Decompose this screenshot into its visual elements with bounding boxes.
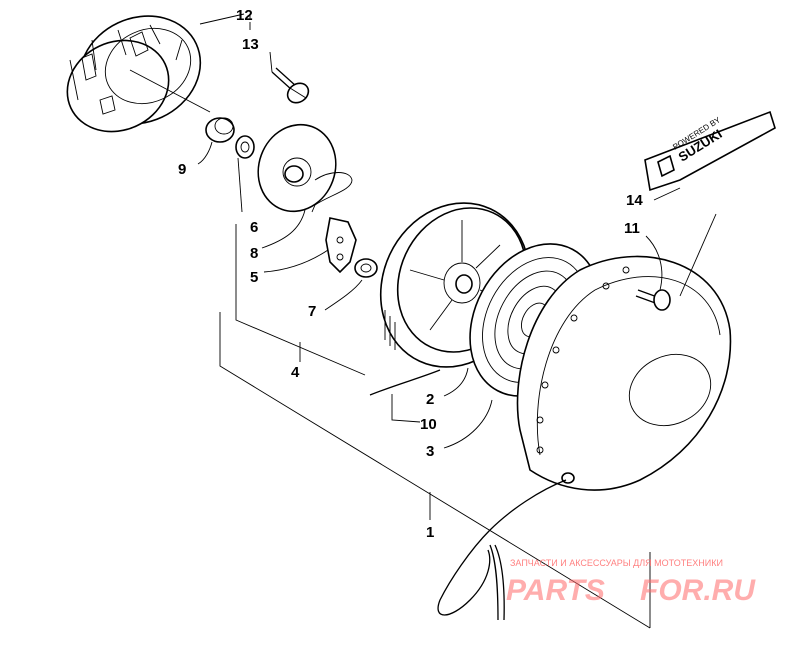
friction-plate-part-8 bbox=[257, 123, 353, 213]
callout-5: 5 bbox=[250, 269, 258, 286]
callout-2: 2 bbox=[426, 391, 434, 408]
nut-part-9 bbox=[205, 117, 235, 143]
callout-11: 11 bbox=[624, 220, 640, 237]
callout-13: 13 bbox=[242, 36, 259, 53]
callout-12: 12 bbox=[236, 7, 253, 24]
callout-10: 10 bbox=[420, 416, 437, 433]
callout-14: 14 bbox=[626, 192, 643, 209]
callout-7: 7 bbox=[308, 303, 316, 320]
watermark: ЗАПЧАСТИ И АКСЕССУАРЫ ДЛЯ МОТОТЕХНИКИ PA… bbox=[506, 558, 756, 607]
starter-rope bbox=[369, 369, 567, 621]
watermark-logo-right: FOR.RU bbox=[640, 574, 756, 607]
pulley-cup-part-12 bbox=[66, 15, 211, 133]
callout-4: 4 bbox=[291, 364, 300, 381]
screw-part-11 bbox=[635, 289, 671, 311]
watermark-logo-left: PARTS bbox=[506, 574, 605, 607]
watermark-tagline: ЗАПЧАСТИ И АКСЕССУАРЫ ДЛЯ МОТОТЕХНИКИ bbox=[510, 558, 723, 568]
callout-8: 8 bbox=[250, 245, 258, 262]
bolt-part-13 bbox=[271, 67, 310, 104]
ratchet-pawl-part-5 bbox=[325, 217, 357, 274]
decal-part-14: POWERED BY SUZUKI bbox=[644, 110, 776, 192]
washer-part-6 bbox=[235, 135, 255, 159]
callout-3: 3 bbox=[426, 443, 434, 460]
leader-lines bbox=[197, 13, 717, 629]
callout-9: 9 bbox=[178, 161, 186, 178]
starter-housing bbox=[516, 255, 732, 491]
callout-numbers: 12 13 9 6 8 5 7 4 2 10 3 1 14 11 bbox=[178, 7, 643, 541]
callout-1: 1 bbox=[426, 524, 434, 541]
bushing-part-7 bbox=[354, 258, 378, 278]
callout-6: 6 bbox=[250, 219, 258, 236]
